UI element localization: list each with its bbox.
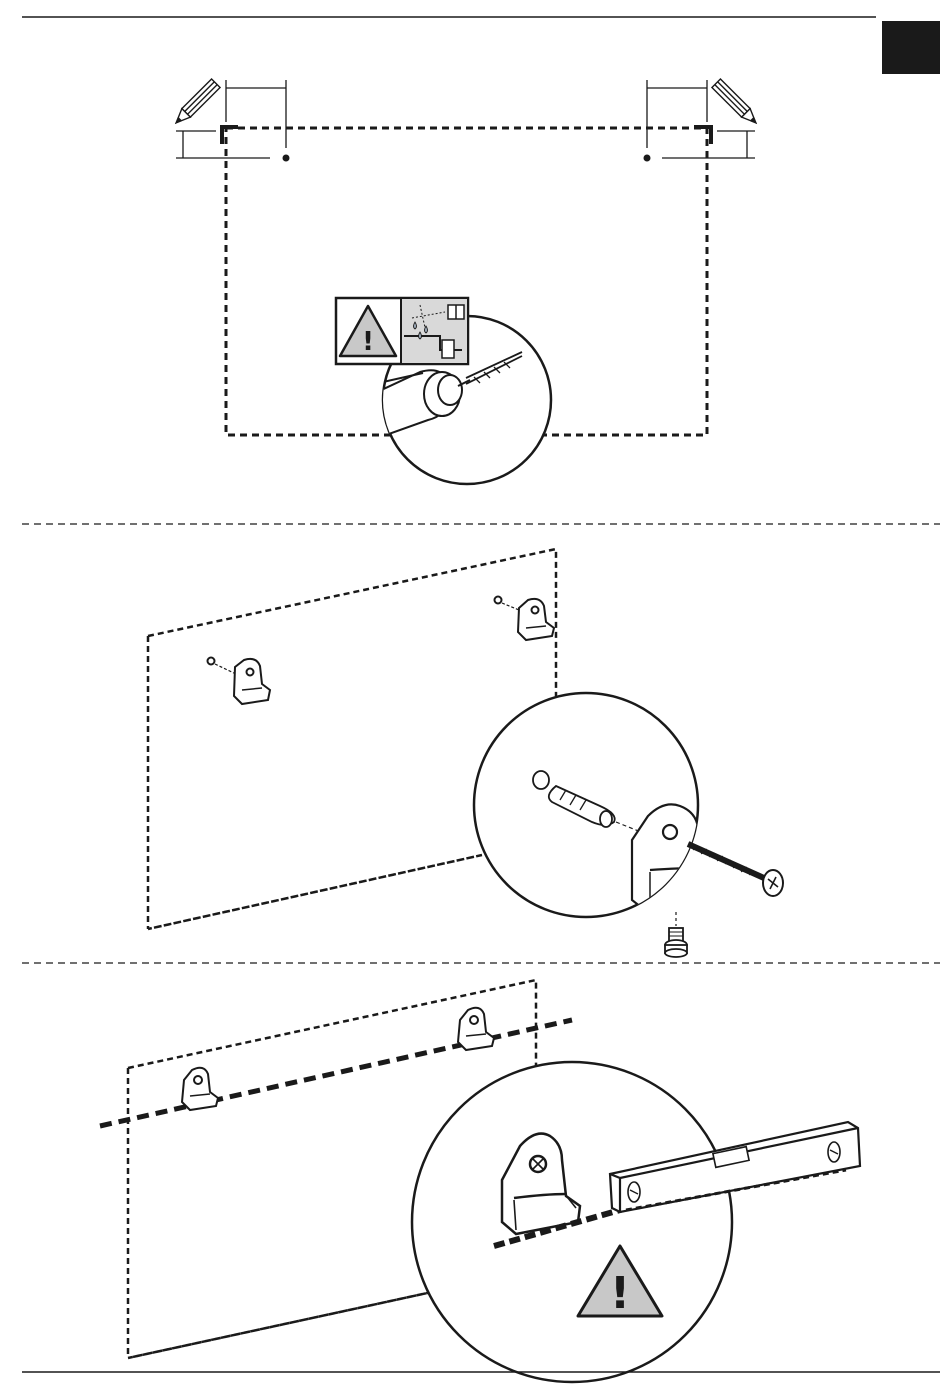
cable-pipe-warning-box: ! <box>336 298 468 364</box>
dimension-left <box>176 80 286 158</box>
bolt-icon <box>665 912 687 957</box>
step-level-check: ! <box>100 980 860 1382</box>
wall-bracket-icon <box>208 658 271 705</box>
page-corner-tab <box>882 21 940 74</box>
wall-bracket-icon <box>495 597 555 641</box>
svg-text:!: ! <box>362 327 374 357</box>
wall-bracket-icon <box>182 1068 218 1110</box>
wall-bracket-icon <box>632 804 712 920</box>
drill-hole-right <box>644 155 651 162</box>
step-fix-brackets <box>148 549 783 957</box>
pencil-icon <box>712 79 760 127</box>
cable-pipe-detector-icon <box>402 299 467 363</box>
wall-bracket-icon <box>458 1008 494 1050</box>
drill-hole-left <box>283 155 290 162</box>
corner-marker-left <box>222 127 238 144</box>
step-mark-and-drill: ! <box>172 79 760 484</box>
pencil-icon <box>172 79 220 127</box>
svg-text:!: ! <box>610 1268 630 1319</box>
screw-icon <box>688 842 783 896</box>
dimension-right <box>647 80 755 158</box>
